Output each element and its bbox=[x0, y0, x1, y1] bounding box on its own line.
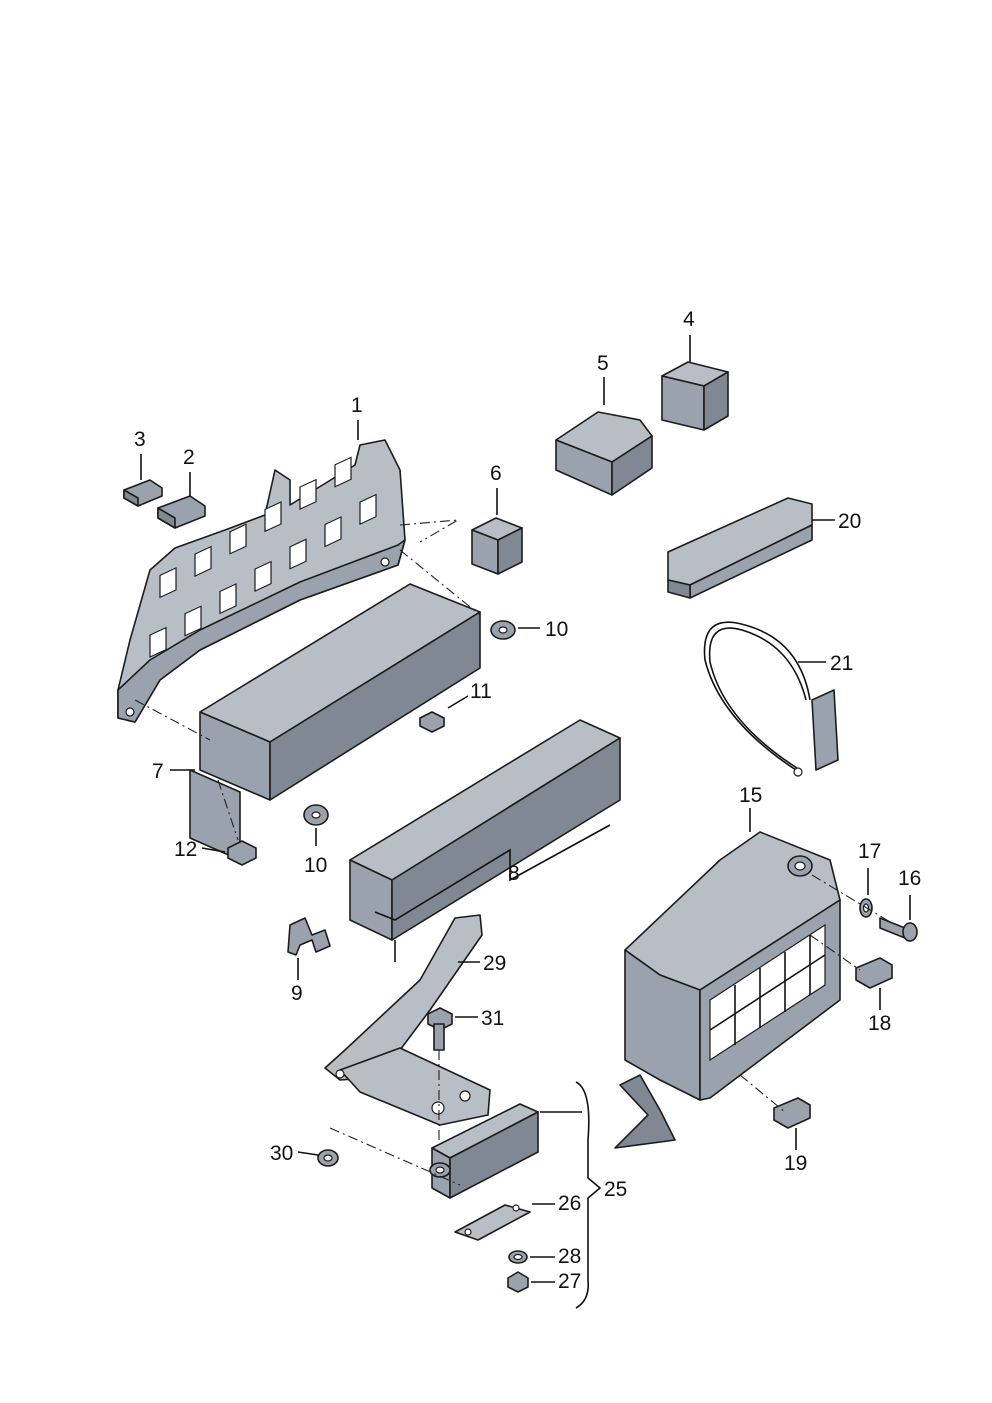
label-25: 25 bbox=[604, 1178, 627, 1201]
part-7-relay-base: 7 bbox=[134, 549, 481, 861]
part-2-fuse: 2 bbox=[157, 446, 206, 529]
part-1-relay-carrier: 1 bbox=[117, 394, 406, 723]
cover-grid bbox=[709, 923, 826, 1062]
part-10-nut-upper: 10 bbox=[490, 618, 568, 641]
label-29: 29 bbox=[483, 952, 506, 975]
label-20: 20 bbox=[838, 510, 861, 533]
part-10-nut-lower: 10 bbox=[303, 804, 329, 877]
label-10-lower: 10 bbox=[304, 854, 327, 877]
label-15: 15 bbox=[739, 784, 762, 807]
label-1: 1 bbox=[351, 394, 363, 417]
part-26-plate: 26 bbox=[454, 1192, 581, 1241]
part-12-nut: 12 bbox=[174, 838, 257, 866]
label-7: 7 bbox=[152, 760, 164, 783]
label-17: 17 bbox=[858, 840, 881, 863]
label-4: 4 bbox=[683, 308, 695, 331]
part-30-nut: 30 bbox=[270, 1127, 461, 1186]
label-31: 31 bbox=[481, 1007, 504, 1030]
label-9: 9 bbox=[291, 982, 303, 1005]
part-20-connector: 20 bbox=[667, 497, 861, 599]
label-12: 12 bbox=[174, 838, 197, 861]
part-11-nut: 11 bbox=[419, 680, 492, 733]
label-27: 27 bbox=[558, 1270, 581, 1293]
label-30: 30 bbox=[270, 1142, 293, 1165]
label-5: 5 bbox=[597, 352, 609, 375]
label-10-upper: 10 bbox=[545, 618, 568, 641]
part-19-clip: 19 bbox=[739, 1074, 811, 1175]
label-21: 21 bbox=[830, 652, 853, 675]
part-16-bolt: 16 bbox=[879, 867, 921, 942]
label-26: 26 bbox=[558, 1192, 581, 1215]
label-6: 6 bbox=[490, 462, 502, 485]
part-17-washer: 17 bbox=[811, 840, 901, 929]
part-4-relay: 4 bbox=[661, 308, 729, 431]
label-28: 28 bbox=[558, 1245, 581, 1268]
part-31-bolt: 31 bbox=[427, 1007, 504, 1140]
label-11: 11 bbox=[470, 680, 492, 703]
label-8: 8 bbox=[508, 862, 520, 885]
part-28-washer: 28 bbox=[508, 1245, 581, 1268]
part-27-nut: 27 bbox=[507, 1270, 581, 1293]
part-9-clip: 9 bbox=[287, 917, 331, 1005]
part-5-relay-bracket: 5 bbox=[555, 352, 653, 496]
part-29-bracket: 29 bbox=[324, 914, 506, 1126]
part-21-wire: 21 bbox=[703, 621, 853, 777]
label-18: 18 bbox=[868, 1012, 891, 1035]
part-18-clip: 18 bbox=[809, 934, 893, 1035]
part-3-fuse: 3 bbox=[123, 428, 163, 507]
label-19: 19 bbox=[784, 1152, 807, 1175]
label-2: 2 bbox=[183, 446, 195, 469]
carrier-slots bbox=[149, 456, 377, 658]
part-6-small-relay: 6 bbox=[399, 462, 523, 575]
label-16: 16 bbox=[898, 867, 921, 890]
part-8-relay-row: 8 bbox=[349, 719, 621, 962]
label-3: 3 bbox=[134, 428, 146, 451]
part-15-cover: 15 bbox=[614, 784, 841, 1149]
